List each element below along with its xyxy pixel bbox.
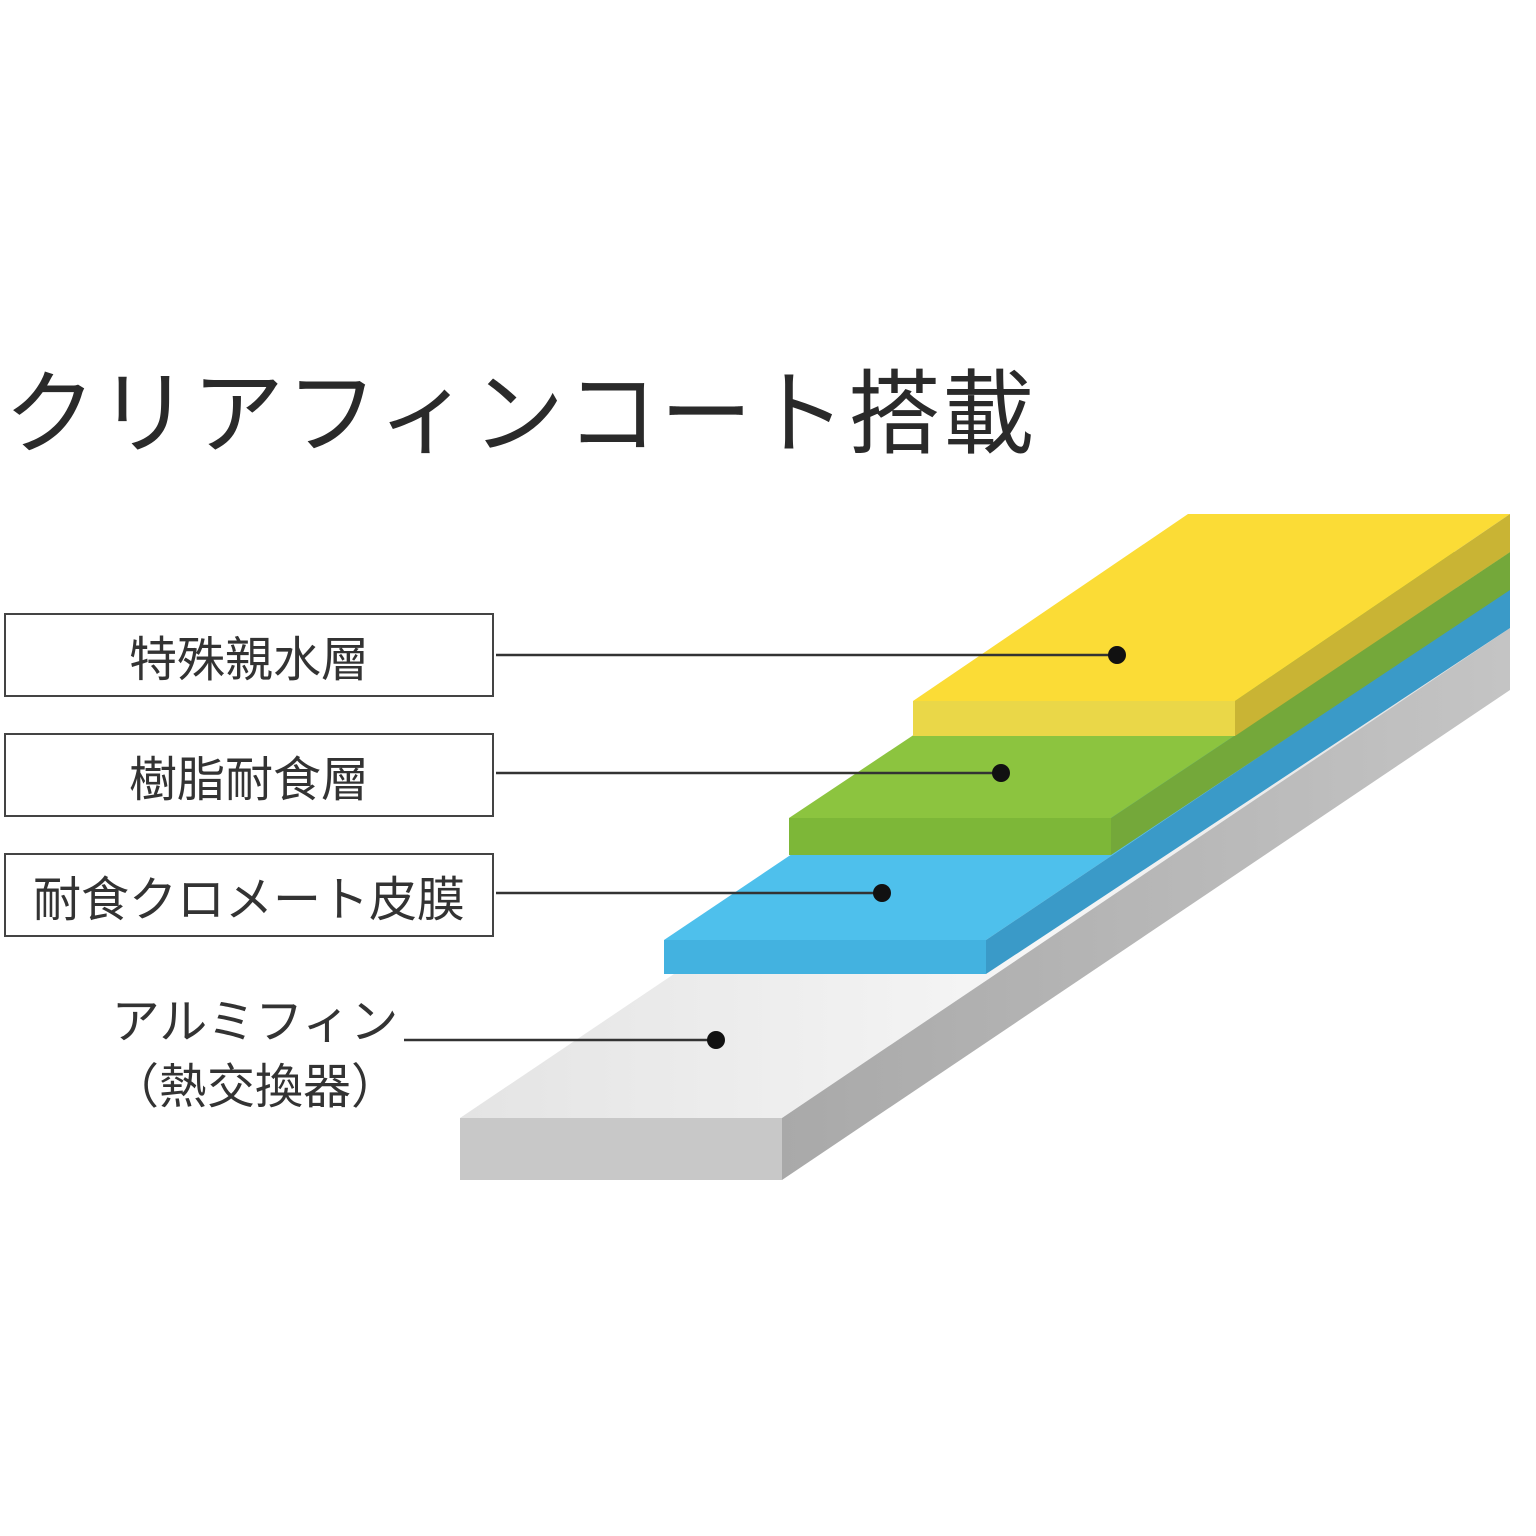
leader-dot-chromate <box>873 884 891 902</box>
page-title: クリアフィンコート搭載 <box>4 361 1037 468</box>
resin-side-face <box>1111 552 1510 855</box>
label-chromate-film: 耐食クロメート皮膜 <box>4 853 494 937</box>
label-aluminum-fin: アルミフィン <box>111 994 399 1050</box>
leader-dot-aluminum <box>707 1031 725 1049</box>
label-hydrophilic-layer: 特殊親水層 <box>4 613 494 697</box>
resin-front-face <box>789 818 1111 855</box>
label-heat-exchanger: （熱交換器） <box>110 1059 399 1115</box>
hydrophilic-side-face <box>1235 514 1510 736</box>
leader-lines <box>404 646 1126 1049</box>
aluminum-front-face <box>460 1118 782 1180</box>
label-resin-layer: 樹脂耐食層 <box>4 733 494 817</box>
chromate-side-face <box>986 588 1510 974</box>
leader-dot-resin <box>992 764 1010 782</box>
hydrophilic-front-face <box>913 701 1235 736</box>
leader-dot-hydrophilic <box>1108 646 1126 664</box>
aluminum-side-face <box>782 628 1510 1180</box>
chromate-front-face <box>664 940 986 974</box>
